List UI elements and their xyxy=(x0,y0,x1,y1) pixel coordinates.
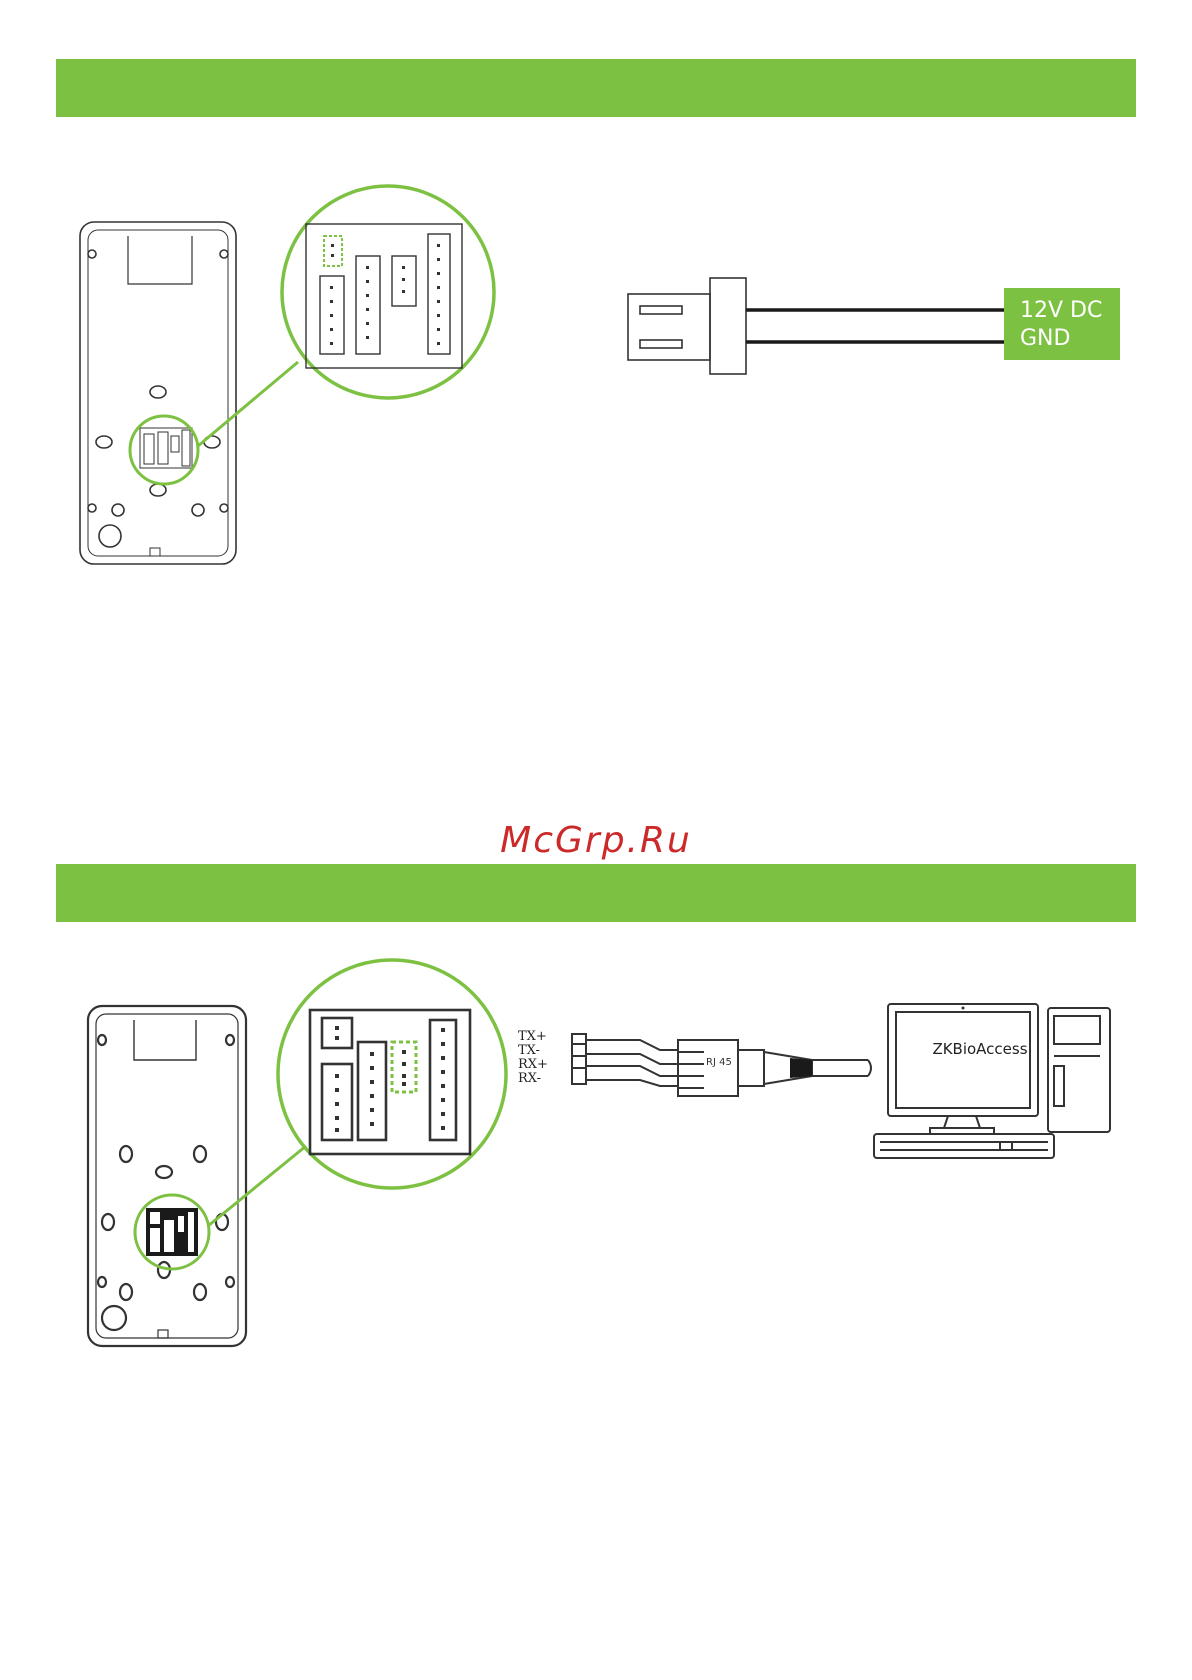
pin-label-tx-plus: TX+ xyxy=(518,1029,547,1044)
power-label-12v: 12V DC xyxy=(1020,298,1102,323)
rj45-label: RJ 45 xyxy=(706,1057,732,1068)
pc-camera-dot xyxy=(962,1007,965,1010)
cable-boot xyxy=(790,1058,812,1078)
power-connector xyxy=(628,278,746,374)
port-pins-1 xyxy=(330,244,440,345)
rs485-plug xyxy=(572,1034,678,1086)
zoom-link-2 xyxy=(208,1146,306,1226)
pc-illustration xyxy=(874,1004,1110,1158)
port-panel-zoom-2 xyxy=(310,1010,470,1154)
zoom-link-1 xyxy=(198,362,298,446)
power-label-gnd: GND xyxy=(1020,326,1070,351)
device-back-illustration-1 xyxy=(80,222,236,564)
pin-label-rx-plus: RX+ xyxy=(518,1057,548,1072)
device-back-illustration-2 xyxy=(88,1006,246,1346)
rj45-connector xyxy=(678,1040,871,1096)
pin-label-tx-minus: TX- xyxy=(518,1043,540,1058)
watermark-text: McGrp.Ru xyxy=(0,820,1192,861)
pin-label-rx-minus: RX- xyxy=(518,1071,541,1086)
pc-screen-app-label: ZKBioAccess xyxy=(905,1040,1055,1058)
